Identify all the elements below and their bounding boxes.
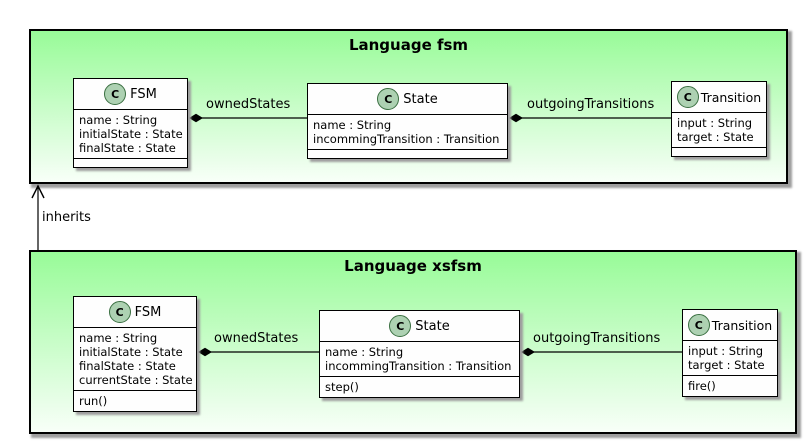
class-attributes: name : String initialState : State final… bbox=[74, 110, 187, 159]
class-attribute: incommingTransition : Transition bbox=[325, 359, 512, 373]
class-box-fsm: C FSM name : String initialState : State… bbox=[73, 78, 188, 168]
class-attribute: incommingTransition : Transition bbox=[313, 132, 500, 146]
class-icon: C bbox=[389, 315, 412, 337]
edge-label-outgoingtransitions: outgoingTransitions bbox=[527, 97, 655, 112]
class-attributes: input : String target : State bbox=[672, 113, 766, 148]
edge-label-ownedstates: ownedStates bbox=[206, 97, 291, 112]
class-icon: C bbox=[104, 83, 127, 105]
class-attribute: finalState : State bbox=[79, 359, 176, 373]
class-methods: run() bbox=[74, 391, 196, 411]
edge-label-outgoingtransitions: outgoingTransitions bbox=[533, 331, 661, 346]
class-methods bbox=[672, 148, 766, 156]
class-attribute: name : String bbox=[313, 118, 392, 132]
class-attributes: name : String incommingTransition : Tran… bbox=[308, 115, 507, 150]
class-method: step() bbox=[325, 380, 359, 394]
class-name: Transition bbox=[711, 317, 773, 333]
class-box-xsfsm-state: C State name : String incommingTransitio… bbox=[319, 310, 520, 398]
class-attribute: initialState : State bbox=[79, 345, 183, 359]
inheritance-arrow-icon bbox=[31, 184, 45, 199]
class-attribute: currentState : State bbox=[79, 373, 193, 387]
class-attribute: input : String bbox=[688, 344, 764, 358]
class-attribute: name : String bbox=[325, 345, 404, 359]
class-name: State bbox=[403, 91, 438, 107]
class-title: C FSM bbox=[74, 79, 187, 110]
class-attributes: input : String target : State bbox=[683, 341, 777, 376]
class-icon: C bbox=[676, 86, 699, 108]
class-name: FSM bbox=[134, 304, 162, 320]
class-name: Transition bbox=[700, 89, 762, 105]
class-methods bbox=[308, 150, 507, 158]
class-methods: step() bbox=[320, 377, 519, 397]
class-methods: fire() bbox=[683, 376, 777, 396]
class-attribute: finalState : State bbox=[79, 141, 176, 155]
class-name: FSM bbox=[130, 86, 157, 102]
class-title: C FSM bbox=[74, 297, 196, 328]
package-title: Language xsfsm bbox=[344, 257, 482, 275]
class-box-state: C State name : String incommingTransitio… bbox=[307, 83, 508, 159]
class-title: C Transition bbox=[672, 82, 766, 113]
class-name: State bbox=[415, 318, 450, 334]
class-methods bbox=[74, 159, 187, 167]
class-method: run() bbox=[79, 394, 108, 408]
class-attribute: target : State bbox=[688, 358, 765, 372]
class-attribute: name : String bbox=[79, 113, 158, 127]
package-title: Language fsm bbox=[348, 36, 469, 54]
class-box-transition: C Transition input : String target : Sta… bbox=[671, 81, 767, 157]
class-title: C Transition bbox=[683, 310, 777, 341]
class-icon: C bbox=[108, 301, 131, 323]
class-box-xsfsm-fsm: C FSM name : String initialState : State… bbox=[73, 296, 197, 412]
class-title: C State bbox=[320, 311, 519, 342]
class-icon: C bbox=[687, 314, 710, 336]
edge-label-inherits: inherits bbox=[42, 210, 91, 225]
class-attribute: initialState : State bbox=[79, 127, 183, 141]
edge-label-ownedstates: ownedStates bbox=[214, 331, 299, 346]
class-icon: C bbox=[377, 88, 400, 110]
class-method: fire() bbox=[688, 379, 716, 393]
class-box-xsfsm-transition: C Transition input : String target : Sta… bbox=[682, 309, 778, 397]
class-title: C State bbox=[308, 84, 507, 115]
class-attributes: name : String initialState : State final… bbox=[74, 328, 196, 391]
class-attribute: name : String bbox=[79, 331, 158, 345]
class-attribute: target : State bbox=[677, 130, 754, 144]
class-attributes: name : String incommingTransition : Tran… bbox=[320, 342, 519, 377]
class-attribute: input : String bbox=[677, 116, 753, 130]
